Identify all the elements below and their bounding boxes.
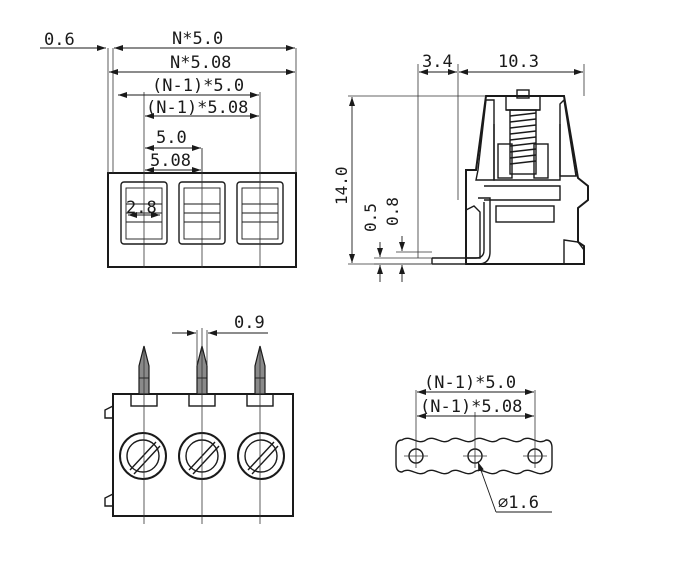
dim-total-width-508: N*5.08 xyxy=(170,53,231,73)
dim-pin-offset: 3.4 xyxy=(422,52,453,72)
dim-bottom-span-508: (N-1)*5.08 xyxy=(420,397,522,417)
pin-layout-view: (N-1)*5.0 (N-1)*5.08 ∅1.6 xyxy=(395,373,553,513)
rear-view: 0.9 xyxy=(104,313,294,524)
dim-pin-pitch-offset: 0.9 xyxy=(234,313,265,333)
dim-pin-width: 0.8 xyxy=(383,197,402,226)
dim-height: 14.0 xyxy=(332,166,351,205)
dim-pitch-50: 5.0 xyxy=(156,128,187,148)
dim-opening-width: 2.8 xyxy=(126,198,157,218)
side-view: 3.4 10.3 14.0 0.5 0.8 xyxy=(332,52,589,282)
screw-thread xyxy=(509,112,537,165)
pin-lead xyxy=(432,197,491,265)
dim-pitch-span-508: (N-1)*5.08 xyxy=(146,98,248,118)
pin-strip xyxy=(395,437,553,475)
dim-pin-thickness: 0.5 xyxy=(361,203,380,232)
dim-pitch-508: 5.08 xyxy=(150,151,191,171)
screw-head xyxy=(237,432,285,480)
dim-total-width-50: N*5.0 xyxy=(172,29,223,49)
front-view: 0.6 N*5.0 N*5.08 (N-1)*5.0 (N-1)*5.08 5.… xyxy=(40,29,297,268)
screw-head xyxy=(119,432,167,480)
dim-hole-diameter: ∅1.6 xyxy=(498,493,539,513)
dim-edge-offset: 0.6 xyxy=(44,30,75,50)
dim-bottom-span-50: (N-1)*5.0 xyxy=(424,373,516,393)
dim-depth: 10.3 xyxy=(498,52,539,72)
dim-pitch-span-50: (N-1)*5.0 xyxy=(152,76,244,96)
